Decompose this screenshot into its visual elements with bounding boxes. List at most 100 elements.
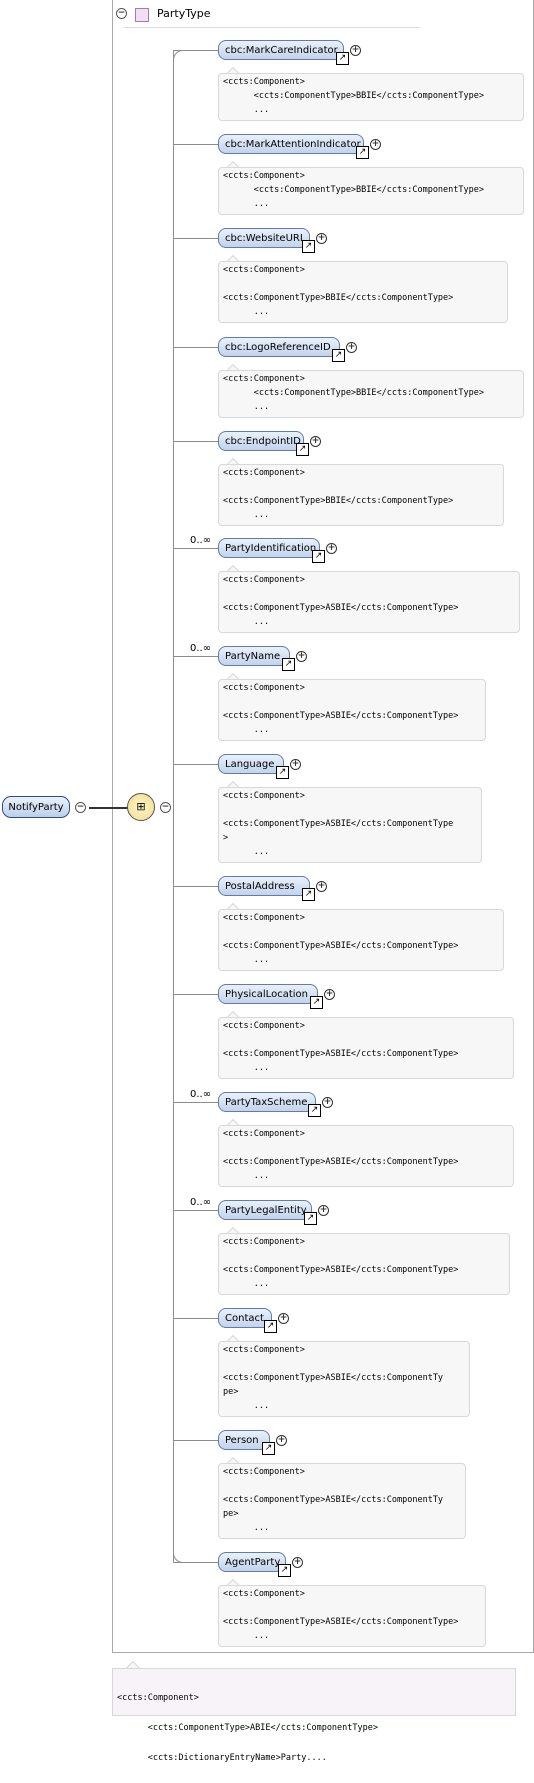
element-documentation: <ccts:Component><ccts:ComponentType>BBIE… bbox=[218, 261, 508, 323]
doc-line: ... bbox=[223, 105, 270, 115]
element-name: PartyTaxScheme bbox=[225, 1097, 308, 1108]
element-documentation: <ccts:Component> <ccts:ComponentType>ASBI… bbox=[218, 571, 520, 633]
doc-line: <ccts:Component> bbox=[223, 791, 305, 801]
element-node[interactable]: cbc:MarkCareIndicator↗ bbox=[218, 40, 349, 65]
reference-arrow-icon[interactable]: ↗ bbox=[332, 349, 345, 362]
expand-icon[interactable]: + bbox=[350, 45, 361, 56]
reference-arrow-icon[interactable]: ↗ bbox=[356, 146, 369, 159]
element-node[interactable]: cbc:EndpointID↗ bbox=[218, 431, 309, 456]
element-connector bbox=[173, 548, 219, 549]
doc-line: ... bbox=[223, 1171, 270, 1181]
element-documentation: <ccts:Component> <ccts:ComponentType>ASBI… bbox=[218, 1125, 514, 1187]
reference-arrow-icon[interactable]: ↗ bbox=[302, 888, 315, 901]
expand-icon[interactable]: + bbox=[370, 139, 381, 150]
occurrence-label: 0..∞ bbox=[190, 535, 212, 546]
doc-line: ... bbox=[223, 847, 270, 857]
doc-line bbox=[223, 482, 499, 496]
element-documentation: <ccts:Component><ccts:ComponentType>ASBI… bbox=[218, 1463, 466, 1539]
reference-arrow-icon[interactable]: ↗ bbox=[336, 52, 349, 65]
expand-icon[interactable]: + bbox=[324, 989, 335, 1000]
element-node[interactable]: cbc:MarkAttentionIndicator↗ bbox=[218, 134, 369, 159]
expand-icon[interactable]: + bbox=[276, 1435, 287, 1446]
doc-line: <ccts:ComponentType>ASBIE</ccts:Componen… bbox=[223, 819, 454, 829]
doc-line bbox=[223, 1035, 509, 1049]
element-name: Language bbox=[225, 759, 275, 770]
expand-icon[interactable]: + bbox=[290, 759, 301, 770]
doc-line: <ccts:Component> bbox=[223, 171, 305, 181]
element-node[interactable]: Contact↗ bbox=[218, 1308, 277, 1333]
sequence-compositor-icon[interactable]: ⊞ bbox=[127, 793, 155, 821]
doc-line: ... bbox=[223, 1279, 270, 1289]
expand-icon[interactable]: + bbox=[292, 1557, 303, 1568]
doc-line: <ccts:Component> bbox=[223, 575, 305, 585]
doc-line: ... bbox=[223, 510, 270, 520]
reference-arrow-icon[interactable]: ↗ bbox=[296, 443, 309, 456]
type-doc-line: <ccts:ComponentType>ABIE</ccts:Component… bbox=[117, 1723, 378, 1733]
element-connector bbox=[173, 441, 219, 442]
reference-arrow-icon[interactable]: ↗ bbox=[282, 658, 295, 671]
doc-line: ... bbox=[223, 1523, 270, 1533]
doc-line: > bbox=[223, 833, 229, 843]
reference-arrow-icon[interactable]: ↗ bbox=[308, 1104, 321, 1117]
element-connector bbox=[173, 1318, 219, 1319]
doc-line: ... bbox=[223, 617, 270, 627]
element-node[interactable]: PartyIdentification↗ bbox=[218, 538, 325, 563]
doc-line bbox=[223, 1603, 481, 1617]
element-node[interactable]: PartyTaxScheme↗ bbox=[218, 1092, 321, 1117]
element-node[interactable]: PostalAddress↗ bbox=[218, 876, 315, 901]
doc-line: <ccts:Component> bbox=[223, 913, 305, 923]
reference-arrow-icon[interactable]: ↗ bbox=[262, 1442, 275, 1455]
expand-icon[interactable]: + bbox=[346, 342, 357, 353]
root-element-notifyparty[interactable]: NotifyParty bbox=[2, 796, 70, 818]
sequence-bracket-top bbox=[173, 50, 220, 65]
element-node[interactable]: PartyName↗ bbox=[218, 646, 295, 671]
element-node[interactable]: cbc:LogoReferenceID↗ bbox=[218, 337, 345, 362]
collapse-type-icon[interactable]: − bbox=[116, 8, 127, 19]
element-node[interactable]: Person↗ bbox=[218, 1430, 275, 1455]
doc-line: ... bbox=[223, 307, 270, 317]
expand-icon[interactable]: + bbox=[310, 436, 321, 447]
element-name: cbc:MarkAttentionIndicator bbox=[225, 139, 361, 150]
expand-icon[interactable]: + bbox=[278, 1313, 289, 1324]
doc-line: <ccts:ComponentType>ASBIE</ccts:Componen… bbox=[223, 1157, 459, 1167]
element-documentation: <ccts:Component> <ccts:ComponentType>BBI… bbox=[218, 73, 524, 121]
reference-arrow-icon[interactable]: ↗ bbox=[302, 240, 315, 253]
element-node[interactable]: Language↗ bbox=[218, 754, 289, 779]
doc-line: <ccts:ComponentType>ASBIE</ccts:Componen… bbox=[223, 1373, 444, 1383]
header-divider bbox=[124, 27, 420, 28]
element-name: Contact bbox=[225, 1313, 264, 1324]
reference-arrow-icon[interactable]: ↗ bbox=[312, 550, 325, 563]
doc-line: <ccts:Component> bbox=[223, 1129, 305, 1139]
element-node[interactable]: AgentParty↗ bbox=[218, 1552, 291, 1577]
reference-arrow-icon[interactable]: ↗ bbox=[310, 996, 323, 1009]
expand-icon[interactable]: + bbox=[326, 543, 337, 554]
sequence-bracket-bottom bbox=[173, 1548, 220, 1563]
element-name: cbc:EndpointID bbox=[225, 436, 301, 447]
expand-icon[interactable]: + bbox=[318, 1205, 329, 1216]
doc-line: <ccts:Component> bbox=[223, 468, 305, 478]
doc-line bbox=[223, 589, 515, 603]
reference-arrow-icon[interactable]: ↗ bbox=[304, 1212, 317, 1225]
collapse-root-icon[interactable]: − bbox=[75, 802, 86, 813]
element-node[interactable]: cbc:WebsiteURI↗ bbox=[218, 228, 315, 253]
occurrence-label: 0..∞ bbox=[190, 1089, 212, 1100]
complex-type-icon bbox=[135, 8, 149, 22]
element-node[interactable]: PhysicalLocation↗ bbox=[218, 984, 323, 1009]
collapse-sequence-icon[interactable]: − bbox=[160, 802, 171, 813]
expand-icon[interactable]: + bbox=[322, 1097, 333, 1108]
expand-icon[interactable]: + bbox=[316, 881, 327, 892]
doc-line bbox=[223, 1143, 509, 1157]
doc-line: <ccts:ComponentType>ASBIE</ccts:Componen… bbox=[223, 603, 459, 613]
doc-line bbox=[223, 927, 499, 941]
reference-arrow-icon[interactable]: ↗ bbox=[278, 1564, 291, 1577]
reference-arrow-icon[interactable]: ↗ bbox=[276, 766, 289, 779]
reference-arrow-icon[interactable]: ↗ bbox=[264, 1320, 277, 1333]
element-documentation: <ccts:Component><ccts:ComponentType>ASBI… bbox=[218, 1341, 470, 1417]
element-name: AgentParty bbox=[225, 1557, 281, 1568]
expand-icon[interactable]: + bbox=[296, 651, 307, 662]
element-node[interactable]: PartyLegalEntity↗ bbox=[218, 1200, 317, 1225]
element-connector bbox=[173, 347, 219, 348]
expand-icon[interactable]: + bbox=[316, 233, 327, 244]
element-documentation: <ccts:Component><ccts:ComponentType>ASBI… bbox=[218, 909, 504, 971]
